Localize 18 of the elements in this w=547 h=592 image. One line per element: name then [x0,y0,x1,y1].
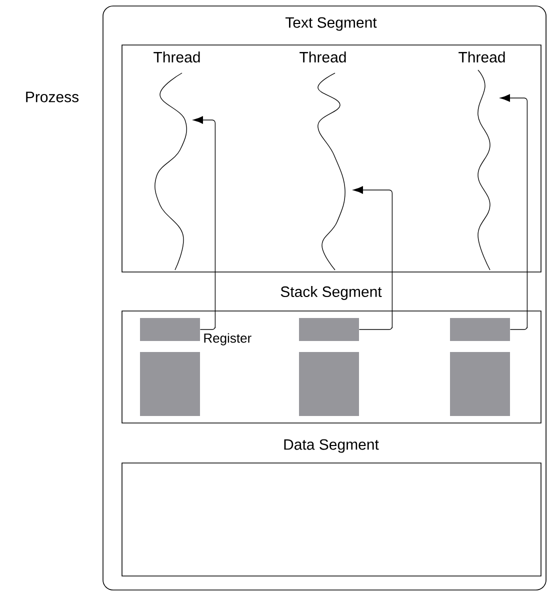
stack-box [140,352,200,416]
arrow [500,94,528,330]
node-label: Stack Segment [280,286,382,300]
register-label: Register [204,333,252,346]
node-label: Text Segment [285,17,377,31]
thread-drawing: Thread [154,52,200,270]
stack-box [299,352,359,416]
thread-drawing: Thread [300,52,346,270]
register-box [299,318,359,341]
node-label: Data Segment [284,439,379,453]
stack-box [450,352,510,416]
segment-box: Data Segment [122,439,542,576]
arrow [353,186,393,330]
node-label: Prozess [26,92,79,102]
thread-drawing: Thread [458,52,505,270]
arrow [193,116,216,330]
register-box [450,318,510,341]
register-box [140,318,200,341]
